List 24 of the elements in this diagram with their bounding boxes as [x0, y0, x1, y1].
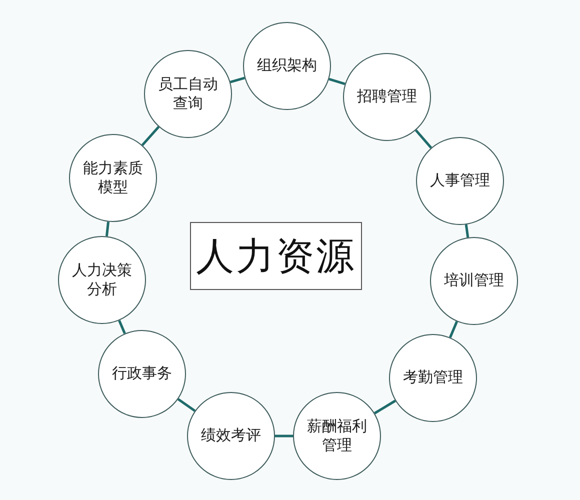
connector-line [275, 434, 293, 438]
node-label: 行政事务 [111, 364, 173, 384]
connector-line [105, 222, 110, 236]
node-label: 组织架构 [256, 56, 318, 76]
node-label: 员工自动查询 [157, 74, 219, 114]
node-label: 人力决策分析 [71, 260, 133, 300]
node-label: 绩效考评 [200, 426, 262, 446]
node-label: 人事管理 [429, 171, 491, 191]
title-box [190, 222, 362, 290]
connector-line [141, 126, 160, 146]
node-label: 考勤管理 [402, 368, 464, 388]
connector-line [448, 321, 458, 338]
connector-line [230, 76, 245, 84]
connector-line [328, 78, 346, 86]
connector-line [464, 224, 470, 238]
node-label: 薪酬福利管理 [306, 416, 368, 456]
node-label: 人力资源 [196, 232, 356, 280]
connector-line [118, 320, 126, 334]
connector-line [374, 400, 396, 414]
connector-line [177, 398, 196, 412]
node-label: 招聘管理 [356, 87, 418, 107]
connector-line [414, 129, 432, 149]
node-label: 能力素质模型 [82, 158, 144, 198]
node-label: 培训管理 [443, 271, 505, 291]
